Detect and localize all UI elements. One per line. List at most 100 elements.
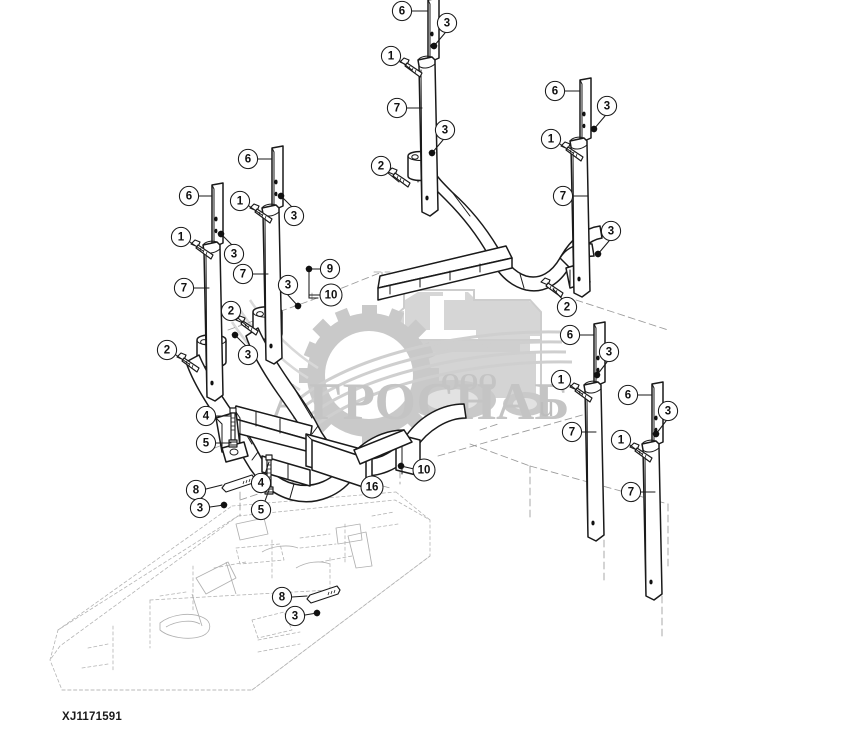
callout-1: 1 bbox=[540, 128, 574, 154]
callout-bubble[interactable] bbox=[250, 472, 272, 494]
callout-bubble[interactable] bbox=[319, 283, 343, 307]
callout-terminator-dot bbox=[305, 265, 313, 273]
callout-bubble[interactable] bbox=[600, 220, 622, 242]
callout-6: 6 bbox=[237, 148, 273, 170]
callout-bubble[interactable] bbox=[237, 148, 259, 170]
callout-bubble[interactable] bbox=[195, 432, 217, 454]
callout-bubble[interactable] bbox=[598, 341, 620, 363]
callout-leader-line bbox=[189, 241, 204, 252]
callout-bubble[interactable] bbox=[178, 185, 200, 207]
callout-terminator-dot bbox=[313, 609, 321, 617]
callout-6: 6 bbox=[617, 384, 653, 406]
callout-bubble[interactable] bbox=[173, 277, 195, 299]
chassis-detail-solid bbox=[159, 517, 373, 639]
callout-bubble[interactable] bbox=[195, 405, 217, 427]
callout-bubble[interactable] bbox=[561, 421, 583, 443]
callout-bubble[interactable] bbox=[220, 300, 242, 322]
callout-leader-line bbox=[399, 60, 413, 71]
callout-bubble[interactable] bbox=[237, 344, 259, 366]
callout-bubble[interactable] bbox=[284, 605, 306, 627]
post-left-outer bbox=[202, 182, 224, 402]
callout-bubble[interactable] bbox=[657, 400, 679, 422]
callout-bubble[interactable] bbox=[391, 0, 413, 22]
callout-bubble[interactable] bbox=[412, 458, 436, 482]
callout-bubble[interactable] bbox=[552, 185, 574, 207]
callout-bubble[interactable] bbox=[250, 499, 272, 521]
callout-bubble[interactable] bbox=[620, 481, 642, 503]
callout-bubble[interactable] bbox=[617, 384, 639, 406]
callout-bubble[interactable] bbox=[360, 475, 384, 499]
callout-bubble[interactable] bbox=[556, 296, 578, 318]
callout-bubble[interactable] bbox=[283, 205, 305, 227]
callout-3: 3 bbox=[217, 230, 245, 265]
callout-bubble[interactable] bbox=[596, 95, 618, 117]
callout-8: 8 bbox=[271, 586, 308, 608]
callout-6: 6 bbox=[559, 324, 595, 346]
callout-leader-line bbox=[629, 444, 643, 455]
callout-bubble[interactable] bbox=[277, 274, 299, 296]
callout-7: 7 bbox=[173, 277, 210, 299]
tractor-chassis-phantom bbox=[49, 491, 431, 691]
callout-bubble[interactable] bbox=[156, 339, 178, 361]
callout-terminator-dot bbox=[590, 125, 598, 133]
callout-3: 3 bbox=[590, 95, 618, 133]
callout-1: 1 bbox=[170, 226, 204, 252]
callout-terminator-dot bbox=[397, 462, 405, 470]
callout-terminator-dot bbox=[217, 230, 225, 238]
item-9-10-bracket bbox=[308, 268, 319, 299]
callout-2: 2 bbox=[156, 339, 190, 365]
callout-1: 1 bbox=[610, 429, 643, 455]
callout-terminator-dot bbox=[428, 149, 436, 157]
callout-bubble[interactable] bbox=[544, 80, 566, 102]
callout-leader-line bbox=[559, 143, 574, 154]
callout-terminator-dot bbox=[430, 42, 438, 50]
upper-frame-assembly bbox=[377, 150, 603, 301]
callout-1: 1 bbox=[550, 369, 583, 395]
callout-bubble[interactable] bbox=[386, 97, 408, 119]
callout-10: 10 bbox=[308, 283, 343, 307]
callout-bubble[interactable] bbox=[223, 243, 245, 265]
callout-bubble[interactable] bbox=[559, 324, 581, 346]
callout-terminator-dot bbox=[231, 331, 239, 339]
callout-leader-line bbox=[237, 317, 249, 328]
callout-bubble[interactable] bbox=[436, 12, 458, 34]
callout-7: 7 bbox=[232, 263, 269, 285]
callout-terminator-dot bbox=[277, 192, 285, 200]
post-left-inner bbox=[261, 145, 284, 365]
callout-terminator-dot bbox=[593, 371, 601, 379]
callout-bubble[interactable] bbox=[271, 586, 293, 608]
swoosh-graphic bbox=[299, 330, 573, 430]
callout-bubble[interactable] bbox=[380, 45, 402, 67]
harvester-wheels bbox=[408, 380, 547, 420]
callout-bubble[interactable] bbox=[232, 263, 254, 285]
callout-leader-line bbox=[264, 461, 270, 475]
callout-bubble[interactable] bbox=[229, 190, 251, 212]
callout-bubble[interactable] bbox=[170, 226, 192, 248]
callout-bubble[interactable] bbox=[185, 479, 207, 501]
callout-1: 1 bbox=[380, 45, 413, 71]
callout-terminator-dot bbox=[294, 302, 302, 310]
drawing-part-number: XJ1171591 bbox=[62, 711, 123, 723]
callout-7: 7 bbox=[386, 97, 423, 119]
callout-3: 3 bbox=[189, 497, 228, 519]
callout-6: 6 bbox=[178, 185, 213, 207]
callout-2: 2 bbox=[552, 288, 578, 318]
callout-6: 6 bbox=[391, 0, 429, 22]
callout-bubble[interactable] bbox=[189, 497, 211, 519]
callout-bubble[interactable] bbox=[540, 128, 562, 150]
callout-bubble[interactable] bbox=[610, 429, 632, 451]
callout-bubble[interactable] bbox=[434, 119, 456, 141]
callout-5: 5 bbox=[250, 489, 272, 521]
callout-3: 3 bbox=[277, 192, 305, 227]
callout-bubble[interactable] bbox=[319, 258, 341, 280]
watermark-trailing-text: u bbox=[539, 392, 554, 422]
callout-leader-line bbox=[248, 205, 263, 216]
callout-leader-line bbox=[291, 595, 308, 598]
callout-bubble[interactable] bbox=[370, 155, 392, 177]
callout-bubble[interactable] bbox=[550, 369, 572, 391]
callout-3: 3 bbox=[277, 274, 302, 310]
